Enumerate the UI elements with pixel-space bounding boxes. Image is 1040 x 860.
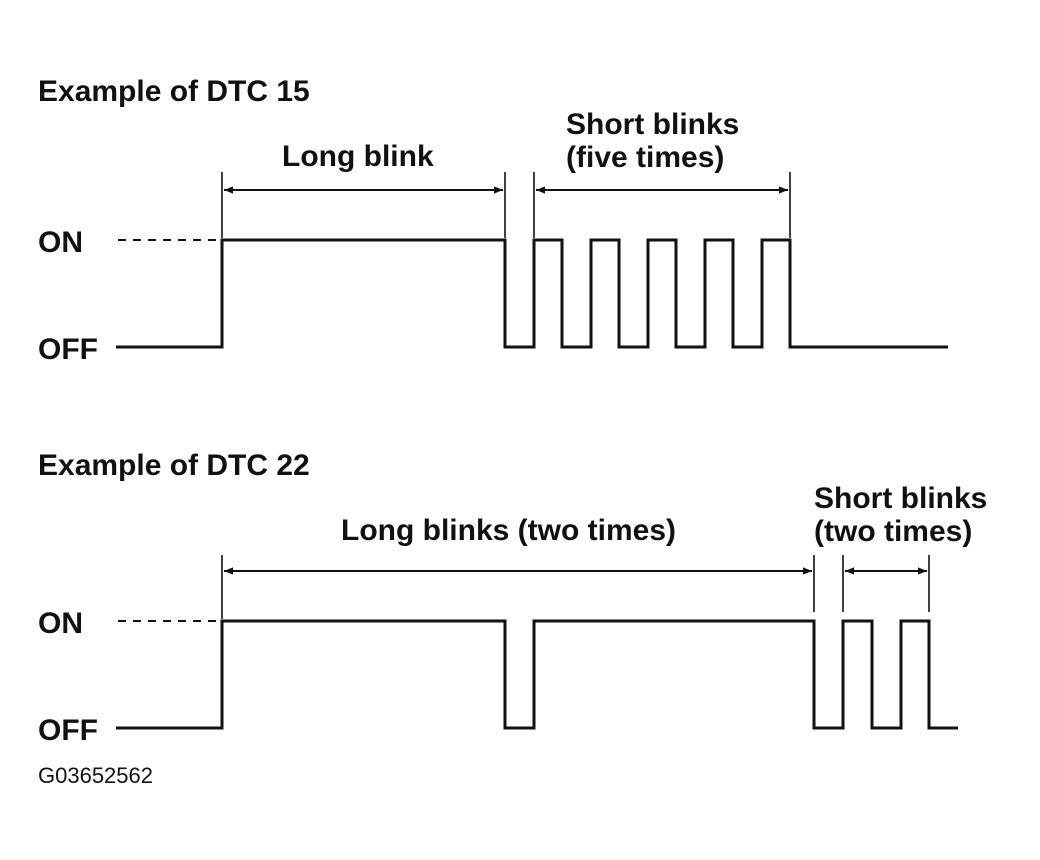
- dtc15-example: Example of DTC 15 Long blink Short blink…: [38, 75, 948, 366]
- dtc22-short-blinks-label: Short blinks: [814, 482, 987, 515]
- dtc15-title: Example of DTC 15: [38, 75, 310, 108]
- dtc22-long-blinks-label: Long blinks (two times): [341, 514, 676, 547]
- dtc15-signal-waveform: [116, 238, 948, 349]
- dtc15-off-label: OFF: [38, 333, 98, 366]
- dtc22-signal-waveform: [116, 619, 958, 730]
- dtc22-off-label: OFF: [38, 714, 98, 747]
- dtc15-short-blinks-count: (five times): [566, 141, 724, 174]
- dtc22-example: Example of DTC 22 Long blinks (two times…: [38, 449, 987, 747]
- dtc15-on-label: ON: [38, 226, 83, 259]
- dtc15-long-blink-label: Long blink: [282, 140, 434, 173]
- dtc15-short-blinks-label: Short blinks: [566, 108, 739, 141]
- dtc22-title: Example of DTC 22: [38, 449, 310, 482]
- figure-code: G03652562: [38, 763, 153, 788]
- dtc22-short-blinks-count: (two times): [814, 515, 972, 548]
- dtc22-on-label: ON: [38, 607, 83, 640]
